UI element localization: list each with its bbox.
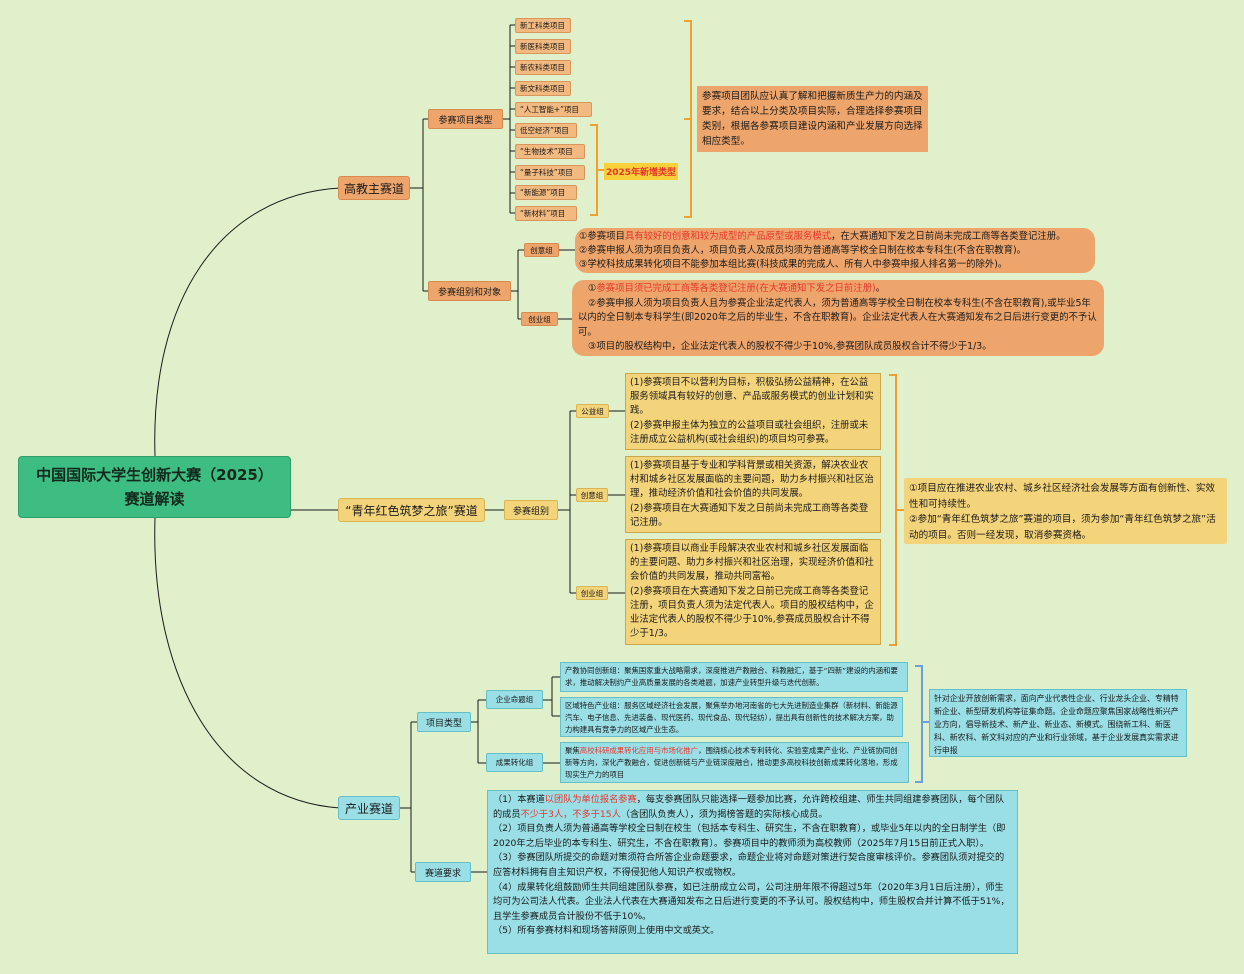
chanye-node[interactable]: 产业赛道 (338, 796, 400, 820)
chanye-req-1: （1）本赛道以团队为单位报名参赛，每支参赛团队只能选择一题参加比赛，允许跨校组建… (493, 794, 1005, 820)
qingnian-note-1: ①项目应在推进农业农村、城乡社区经济社会发展等方面有创新性、实效性和可持续性。 (909, 483, 1216, 510)
types-note: 参赛项目团队应认真了解和把握新质生产力的内涵及要求，结合以上分类及项目实际，合理… (697, 86, 928, 152)
root-title: 中国国际大学生创新大赛（2025） 赛道解读 (18, 456, 291, 518)
qingnian-note-2: ②参加“青年红色筑梦之旅”赛道的项目，须为参加“青年红色筑梦之旅”活动的项目。否… (909, 514, 1216, 541)
chengguo-group-node[interactable]: 成果转化组 (486, 753, 543, 772)
chuangye-group-node[interactable]: 创业组 (521, 312, 558, 326)
qingnian-note: ①项目应在推进农业农村、城乡社区经济社会发展等方面有创新性、实效性和可持续性。 … (904, 478, 1227, 544)
chuangye-requirements: ①参赛项目须已完成工商等各类登记注册(在大赛通知下发之日前注册)。 ②参赛申报人… (572, 280, 1104, 356)
type-leaf: “量子科技”项目 (515, 165, 585, 180)
type-leaf: “生物技术”项目 (515, 144, 585, 159)
chuangye-req-1: ①参赛项目须已完成工商等各类登记注册(在大赛通知下发之日前注册)。 (588, 283, 885, 294)
chuangye-req-3: ③项目的股权结构中，企业法定代表人的股权不得少于10%,参赛团队成员股权合计不得… (588, 341, 992, 353)
gaojiao-groups-node[interactable]: 参赛组别和对象 (428, 281, 511, 301)
quyu-description: 区域特色产业组：服务区域经济社会发展，聚焦举办地河南省的七大先进制造业集群（新材… (560, 697, 903, 737)
chanye-types-note: 针对企业开放创新需求，面向产业代表性企业、行业龙头企业、专精特新企业、新型研发机… (929, 689, 1187, 757)
chuangye-req-2: ②参赛申报人须为项目负责人且为参赛企业法定代表人，须为普通高等学校全日制在校本专… (578, 297, 1097, 338)
gaojiao-node[interactable]: 高教主赛道 (338, 176, 410, 200)
chuangyi-req-2: ②参赛申报人须为项目负责人，项目负责人及成员均须为普通高等学校全日制在校本专科生… (579, 245, 1026, 256)
gaojiao-types-node[interactable]: 参赛项目类型 (428, 109, 503, 129)
chanye-req-4: （4）成果转化组鼓励师生共同组建团队参赛，如已注册成立公司，公司注册年限不得超过… (493, 881, 1010, 922)
chuangyi-req-1: ①参赛项目具有较好的创意和较为成型的产品原型或服务模式，在大赛通知下发之日前尚未… (579, 231, 1066, 242)
qiye-group-node[interactable]: 企业命题组 (486, 690, 543, 709)
gongyi-requirements: (1)参赛项目不以营利为目标，积极弘扬公益精神，在公益服务领域具有较好的创意、产… (625, 373, 881, 450)
chanye-requirements: （1）本赛道以团队为单位报名参赛，每支参赛团队只能选择一题参加比赛，允许跨校组建… (487, 790, 1018, 954)
qn-chuangye-req-2: (2)参赛项目在大赛通知下发之日前已完成工商等各类登记注册，项目负责人须为法定代… (630, 585, 874, 640)
root-title-line2: 赛道解读 (124, 490, 185, 508)
qn-chuangyi-group-node[interactable]: 创意组 (576, 488, 608, 502)
type-leaf: “人工智能+”项目 (515, 102, 592, 117)
qingnian-bracket (889, 374, 897, 646)
new-types-badge: 2025年新增类型 (604, 163, 678, 180)
new-types-bracket (590, 124, 598, 216)
qn-chuangye-group-node[interactable]: 创业组 (576, 586, 608, 600)
chanye-req-5: （5）所有参赛材料和现场答辩原则上使用中文或英文。 (493, 925, 720, 937)
qn-chuangyi-requirements: (1)参赛项目基于专业和学科背景或相关资源，解决农业农村和城乡社区发展面临的主要… (625, 456, 881, 533)
gongyi-group-node[interactable]: 公益组 (576, 404, 609, 418)
type-leaf: 新工科类项目 (515, 18, 571, 33)
chengguo-description: 聚焦高校科研成果转化应用与市场化推广，围绕核心技术专利转化、实验室成果产业化、产… (560, 742, 909, 783)
chanye-bracket (915, 665, 923, 783)
chanye-types-node[interactable]: 项目类型 (417, 712, 471, 732)
type-leaf: 新文科类项目 (515, 81, 571, 96)
type-leaf: “新能源”项目 (515, 185, 577, 200)
types-bracket (684, 20, 692, 218)
qn-chuangye-requirements: (1)参赛项目以商业手段解决农业农村和城乡社区发展面临的主要问题、助力乡村振兴和… (625, 539, 881, 645)
qn-chuangyi-req-2: (2)参赛项目在大赛通知下发之日前尚未完成工商等各类登记注册。 (630, 502, 869, 528)
chanye-req-node[interactable]: 赛道要求 (415, 862, 471, 882)
gongyi-req-2: (2)参赛申报主体为独立的公益项目或社会组织，注册或未注册成立公益机构(或社会组… (630, 419, 869, 445)
qingnian-groups-node[interactable]: 参赛组别 (504, 500, 558, 520)
chanye-req-3: （3）参赛团队所提交的命题对策须符合所答企业命题要求，命题企业将对命题对策进行契… (493, 852, 1005, 878)
type-leaf: 新农科类项目 (515, 60, 571, 75)
type-leaf: “新材料”项目 (515, 206, 577, 221)
qn-chuangyi-req-1: (1)参赛项目基于专业和学科背景或相关资源，解决农业农村和城乡社区发展面临的主要… (630, 460, 874, 500)
gongyi-req-1: (1)参赛项目不以营利为目标，积极弘扬公益精神，在公益服务领域具有较好的创意、产… (630, 377, 874, 417)
chuangyi-requirements: ①参赛项目具有较好的创意和较为成型的产品原型或服务模式，在大赛通知下发之日前尚未… (575, 228, 1095, 273)
chuangyi-req-3: ③学校科技成果转化项目不能参加本组比赛(科技成果的完成人、所有人中参赛申报人排名… (579, 259, 1008, 270)
root-title-line1: 中国国际大学生创新大赛（2025） (36, 466, 273, 484)
qn-chuangye-req-1: (1)参赛项目以商业手段解决农业农村和城乡社区发展面临的主要问题、助力乡村振兴和… (630, 543, 874, 583)
chanye-req-2: （2）项目负责人须为普通高等学校全日制在校生（包括本专科生、研究生，不含在职教育… (493, 823, 1006, 849)
qingnian-node[interactable]: “青年红色筑梦之旅”赛道 (338, 498, 485, 522)
chuangyi-group-node[interactable]: 创意组 (524, 243, 559, 257)
type-leaf: 低空经济”项目 (515, 123, 577, 138)
chanjiao-description: 产教协同创新组：聚焦国家重大战略需求，深度推进产教融合、科教融汇，基于“四新”建… (560, 662, 908, 692)
type-leaf: 新医科类项目 (515, 39, 571, 54)
